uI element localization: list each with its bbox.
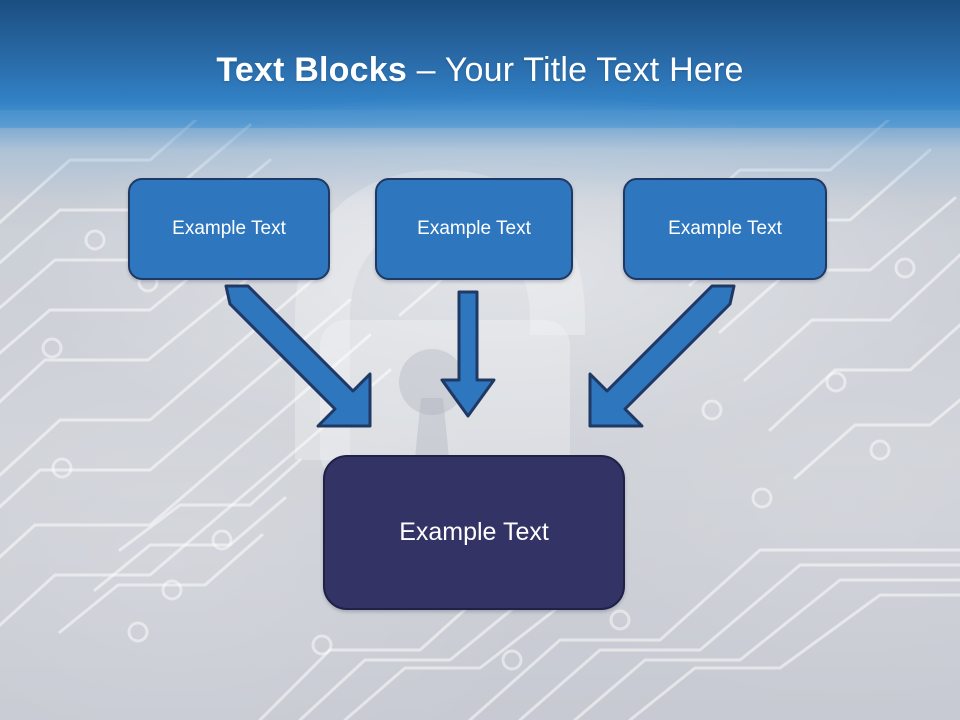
text-block-2[interactable]: Example Text [375, 178, 573, 280]
arrow-down-left-icon [588, 284, 736, 428]
text-block-2-label: Example Text [417, 218, 531, 239]
page-title-strong: Text Blocks [216, 51, 417, 89]
text-block-3[interactable]: Example Text [623, 178, 827, 280]
result-text-block[interactable]: Example Text [323, 455, 625, 610]
text-block-3-label: Example Text [668, 218, 782, 239]
arrow-down-icon [440, 290, 496, 418]
text-block-1[interactable]: Example Text [128, 178, 330, 280]
page-title: Text Blocks – Your Title Text Here [0, 50, 960, 90]
page-title-light: – Your Title Text Here [416, 51, 744, 89]
text-block-1-label: Example Text [172, 218, 286, 239]
arrow-down-right-icon [224, 284, 372, 428]
result-text-block-label: Example Text [399, 518, 549, 546]
